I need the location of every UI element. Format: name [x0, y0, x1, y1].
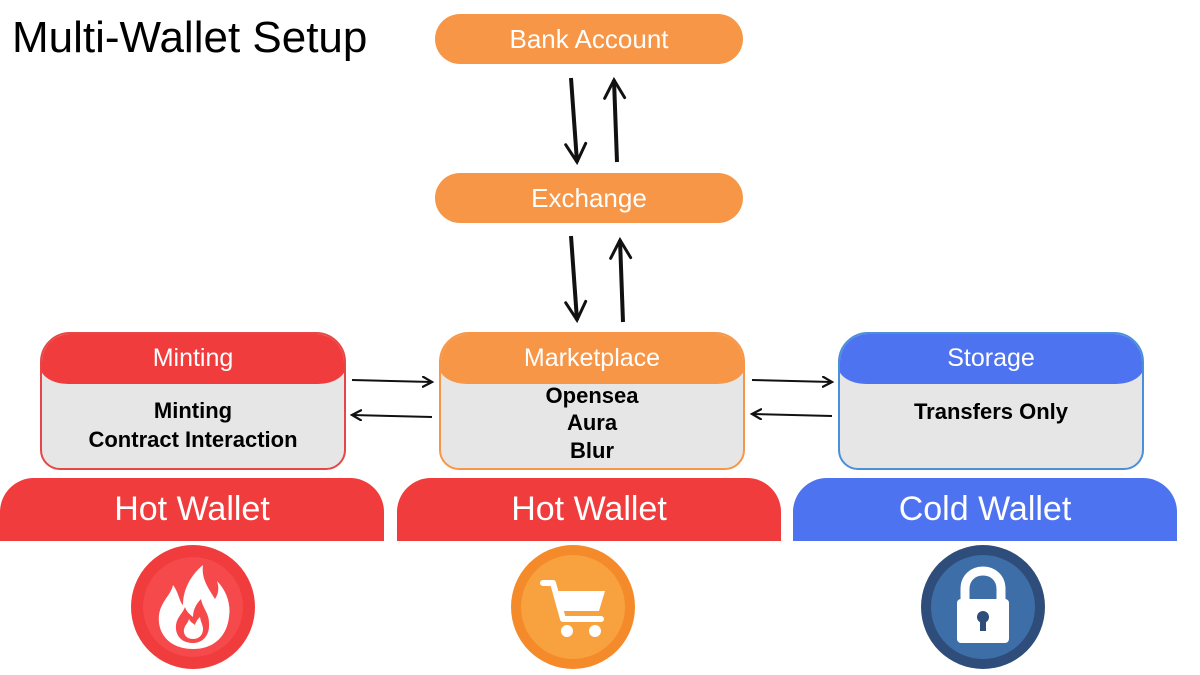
hot-wallet-label-middle: Hot Wallet: [397, 478, 781, 541]
storage-box-body: Transfers Only: [840, 384, 1142, 468]
cold-wallet-label: Cold Wallet: [793, 478, 1177, 541]
fire-icon-glyph: [158, 565, 230, 649]
shopping-cart-icon: [511, 545, 635, 669]
arrow-exchange-to-bank: [603, 76, 627, 163]
fire-icon: [131, 545, 255, 669]
aura-line: Aura: [566, 410, 618, 436]
minting-line: Minting: [153, 398, 233, 424]
padlock-icon-glyph: [957, 566, 1009, 643]
marketplace-box-body: Opensea Aura Blur: [441, 378, 743, 468]
exchange-node: Exchange: [435, 173, 743, 223]
bank-account-node: Bank Account: [435, 14, 743, 64]
arrow-bank-to-exchange: [564, 77, 588, 166]
transfers-only-line: Transfers Only: [913, 399, 1069, 424]
minting-box-header: Minting: [42, 334, 344, 384]
arrow-marketplace-to-storage: [751, 380, 832, 382]
arrow-minting-to-marketplace: [351, 380, 432, 382]
arrow-exchange-to-marketplace: [564, 235, 588, 324]
minting-box-body: Minting Contract Interaction: [42, 384, 344, 468]
marketplace-box-header: Marketplace: [441, 334, 743, 384]
arrow-marketplace-to-minting: [352, 415, 433, 417]
hot-wallet-label-left: Hot Wallet: [0, 478, 384, 541]
page-title: Multi-Wallet Setup: [12, 13, 368, 62]
arrow-storage-to-marketplace: [752, 414, 833, 416]
marketplace-box: Marketplace Opensea Aura Blur: [439, 332, 745, 470]
minting-box: Minting Minting Contract Interaction: [40, 332, 346, 470]
storage-box-header: Storage: [840, 334, 1142, 384]
blur-line: Blur: [570, 437, 614, 463]
arrow-marketplace-to-exchange: [609, 236, 633, 323]
contract-interaction-line: Contract Interaction: [88, 427, 298, 452]
storage-box: Storage Transfers Only: [838, 332, 1144, 470]
padlock-icon: [921, 545, 1045, 669]
shopping-cart-icon-glyph: [540, 580, 605, 637]
opensea-line: Opensea: [545, 382, 639, 408]
